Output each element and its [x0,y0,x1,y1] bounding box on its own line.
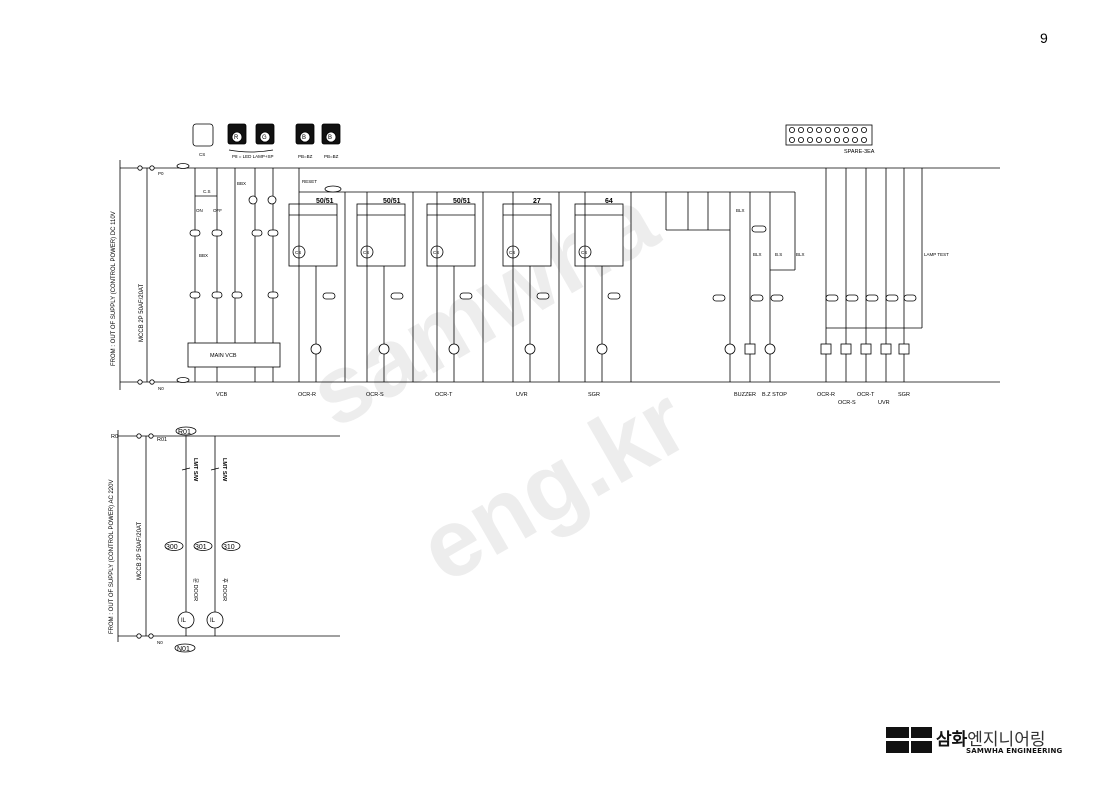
lamp-b1-letter: B [302,135,306,141]
limit-switch-label-1: LMT S/W [192,458,198,482]
relay-4-code: 27 [533,198,541,205]
top-side-label: FROM : OUT OF SUPPLY (CONTROL POWER) DC … [111,211,117,366]
relay-group [288,192,632,382]
bz-blx-1: BLX [736,208,745,213]
bottom-tag-r01: R01 [178,429,191,436]
logo-korean-dark: 삼화 [936,730,968,750]
lamp-il-1: IL [181,618,187,624]
cs-switch-label: C.S [203,189,211,194]
relay-3-ct: CS [433,250,439,255]
pb-caption-2: PB=BZ [324,154,339,159]
bz-bs: B.S [775,252,782,257]
top-breaker-label: MCCB 2P 50AF/20AT [139,284,145,342]
wire-301: 301 [195,544,207,551]
spare-terminal-block [785,124,873,146]
wire-310: 310 [223,544,235,551]
wire-300: 300 [166,544,178,551]
logo-korean-light: 엔지니어링 [967,730,1046,750]
col-label-ocr-t-2: OCR-T [857,392,875,398]
bus-n-label: N0 [158,386,164,391]
logo-english-text: SAMWHA ENGINEERING [966,747,1063,755]
limit-switch-label-2: LMT S/W [221,458,227,482]
relay-2-ct: CS [363,250,369,255]
col-label-buzzer: BUZZER [734,392,756,398]
watermark: samwha eng.kr [292,166,705,603]
on-label: ON [196,208,203,213]
col-label-vcb: VCB [216,392,228,398]
col-label-uvr: UVR [516,392,528,398]
bz-blx-3: BLX [796,252,805,257]
col-label-uvr-2: UVR [878,400,890,406]
lamp-b2-letter: B [328,135,332,141]
lamp-test-label: LAMP TEST [924,252,949,257]
col-label-bz-stop: B.Z STOP [762,392,787,398]
logo-korean-text: 삼화엔지니어링 [936,725,1045,750]
relay-5-code: 64 [605,198,613,205]
company-logo: 삼화엔지니어링 SAMWHA ENGINEERING [886,725,1062,767]
cs-label: CS [199,152,205,157]
col-label-ocr-s-2: OCR-S [838,400,856,406]
lamp-r-letter: R [234,135,239,141]
cs-positions: OFF ON [194,126,211,131]
logo-mark [886,727,932,753]
col-label-sgr-2: SGR [898,392,910,398]
relay-4-ct: CS [509,250,515,255]
panel-devices [192,123,341,153]
relay-2-code: 50/51 [383,198,401,205]
bottom-bus-n: N0 [157,640,163,645]
bus-p-label: P0 [158,171,164,176]
col-label-ocr-r: OCR-R [298,392,316,398]
lamp-g-letter: G [262,135,267,141]
bz-blx-2: BLX [753,252,762,257]
page-number: 9 [1040,30,1048,46]
bbx-label-2: BBX [199,253,208,258]
door-label-front: 문 DOOR [192,578,199,601]
relay-5-ct: CS [581,250,587,255]
watermark-line2: eng.kr [402,366,705,603]
col-label-sgr: SGR [588,392,600,398]
relay-1-ct: CS [295,250,301,255]
bottom-bus-p: R0 [111,434,118,440]
relay-1-code: 50/51 [316,198,334,205]
off-label: OFF [213,208,222,213]
door-label-rear: 후 DOOR [221,578,228,601]
main-vcb-label: MAIN VCB [210,353,237,359]
bottom-breaker-label: MCCB 2P 50AF/20AT [137,522,143,580]
bottom-tag-r01-small: R01 [157,437,167,443]
lamp-il-2: IL [210,618,216,624]
reset-label: RESET [302,179,317,184]
bottom-side-label: FROM : OUT OF SUPPLY (CONTROL POWER) AC … [109,480,115,634]
col-label-ocr-r-2: OCR-R [817,392,835,398]
lamp-caption: P8 = LED LAMP+SP [232,154,274,159]
col-label-ocr-s: OCR-S [366,392,384,398]
spare-label: SPARE-3EA [844,149,875,155]
col-label-ocr-t: OCR-T [435,392,453,398]
relay-3-code: 50/51 [453,198,471,205]
pb-caption-1: PB=BZ [298,154,313,159]
bottom-tag-n01: N01 [177,646,190,653]
bbx-label: BBX [237,181,246,186]
